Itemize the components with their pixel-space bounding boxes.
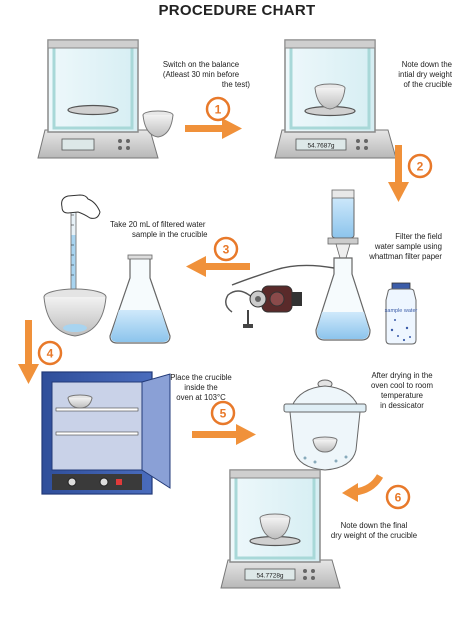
chart-title: PROCEDURE CHART [158,2,316,19]
desiccator [283,379,367,471]
balance-display-final: 54.7728g [256,573,283,580]
balance-display-initial: 54.7687g [307,143,334,150]
step-5-caption: After drying in the oven cool to room te… [371,371,433,410]
svg-text:5: 5 [220,407,227,421]
arrow-step-6 [342,474,384,502]
step-2-caption: Note down the intial dry weight of the c… [398,60,452,89]
analytical-balance-2: 54.7687g [274,39,397,159]
vacuum-pump [225,285,302,328]
crucible-with-water [43,288,107,337]
svg-text:2: 2 [417,160,424,174]
svg-text:3: 3 [223,243,230,257]
arrow-step-2 [388,145,409,202]
step-1-caption: Switch on the balance (Atleast 30 min be… [162,60,250,89]
step-3-caption: Filter the field water sample using what… [369,232,442,261]
svg-text:1: 1 [215,103,222,117]
analytical-balance-3: 54.7728g [220,469,341,589]
step-badge-1: 1 [205,96,231,122]
step-badge-5: 5 [210,400,236,426]
step-6-caption: Note down the final dry weight of the cr… [330,521,418,540]
step-badge-3: 3 [213,236,239,262]
sample-water-bottle: sample water [385,282,418,345]
svg-text:6: 6 [395,491,402,505]
drying-oven [41,371,171,495]
step-badge-2: 2 [407,153,433,179]
step-badge-4: 4 [37,340,63,366]
arrow-step-4 [18,320,39,384]
analytical-balance-1 [37,39,159,159]
sample-bottle-label: sample water [385,308,418,314]
step-3b-caption: Take 20 mL of filtered water sample in t… [110,220,208,239]
step-4-caption: Place the crucible inside the oven at 10… [170,373,232,402]
arrow-step-3 [186,256,250,277]
filtration-apparatus [231,189,371,341]
arrow-step-1 [185,118,242,139]
step-badge-6: 6 [385,484,411,510]
hand [61,194,101,219]
conical-flask-filtrate [109,254,171,344]
arrow-step-5 [192,424,256,445]
svg-text:4: 4 [47,347,54,361]
empty-crucible [142,110,174,138]
